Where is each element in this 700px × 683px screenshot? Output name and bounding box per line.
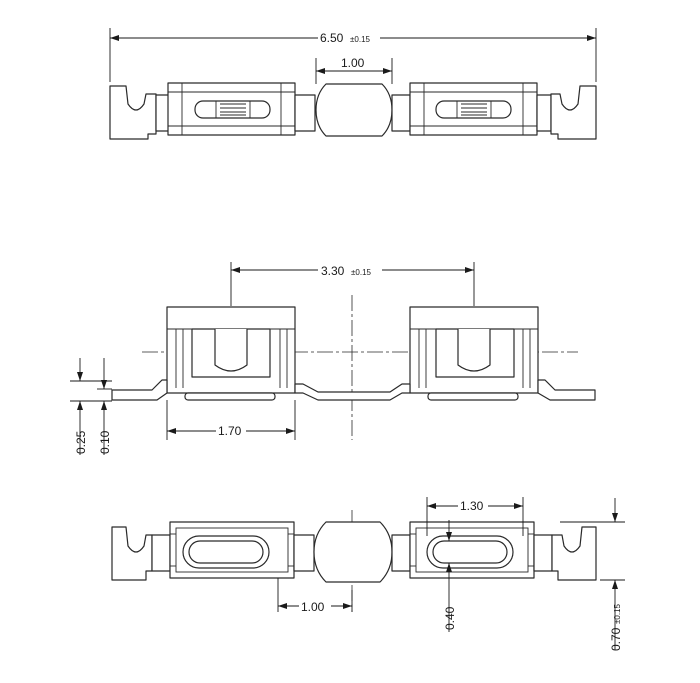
dim-tab-025: 0.25 [74,430,88,454]
dim-height-tol: ±0.15 [613,603,622,624]
dim-center-width-top: 1.00 [341,56,365,70]
dim-slot-length: 1.30 [460,499,484,513]
dim-slot-width: 0.40 [443,606,457,630]
terminal-strip [111,379,168,401]
dim-tab-010: 0.10 [98,430,112,454]
dim-height: 0.70 [609,627,623,651]
center-link-bottom [313,521,393,583]
left-fork-bottom [111,526,153,581]
dim-pitch: 3.30 [321,264,345,278]
top-view: 6.50 ±0.15 1.00 [109,28,597,140]
center-link [315,83,393,137]
dim-pitch-tol: ±0.15 [351,268,372,277]
bottom-view: 1.30 1.00 0.40 0.70 ±0.15 [111,497,625,651]
left-fork-terminal [109,85,157,140]
dim-center-width-bottom: 1.00 [301,600,325,614]
side-view: 3.30 ±0.15 1.70 0.25 0.10 [70,262,596,455]
dim-body-width: 1.70 [218,424,242,438]
right-fork-terminal [550,85,597,140]
dim-overall-length: 6.50 [320,31,344,45]
dim-overall-length-tol: ±0.15 [350,35,371,44]
right-neck [536,94,552,132]
right-fork-bottom [551,526,597,581]
